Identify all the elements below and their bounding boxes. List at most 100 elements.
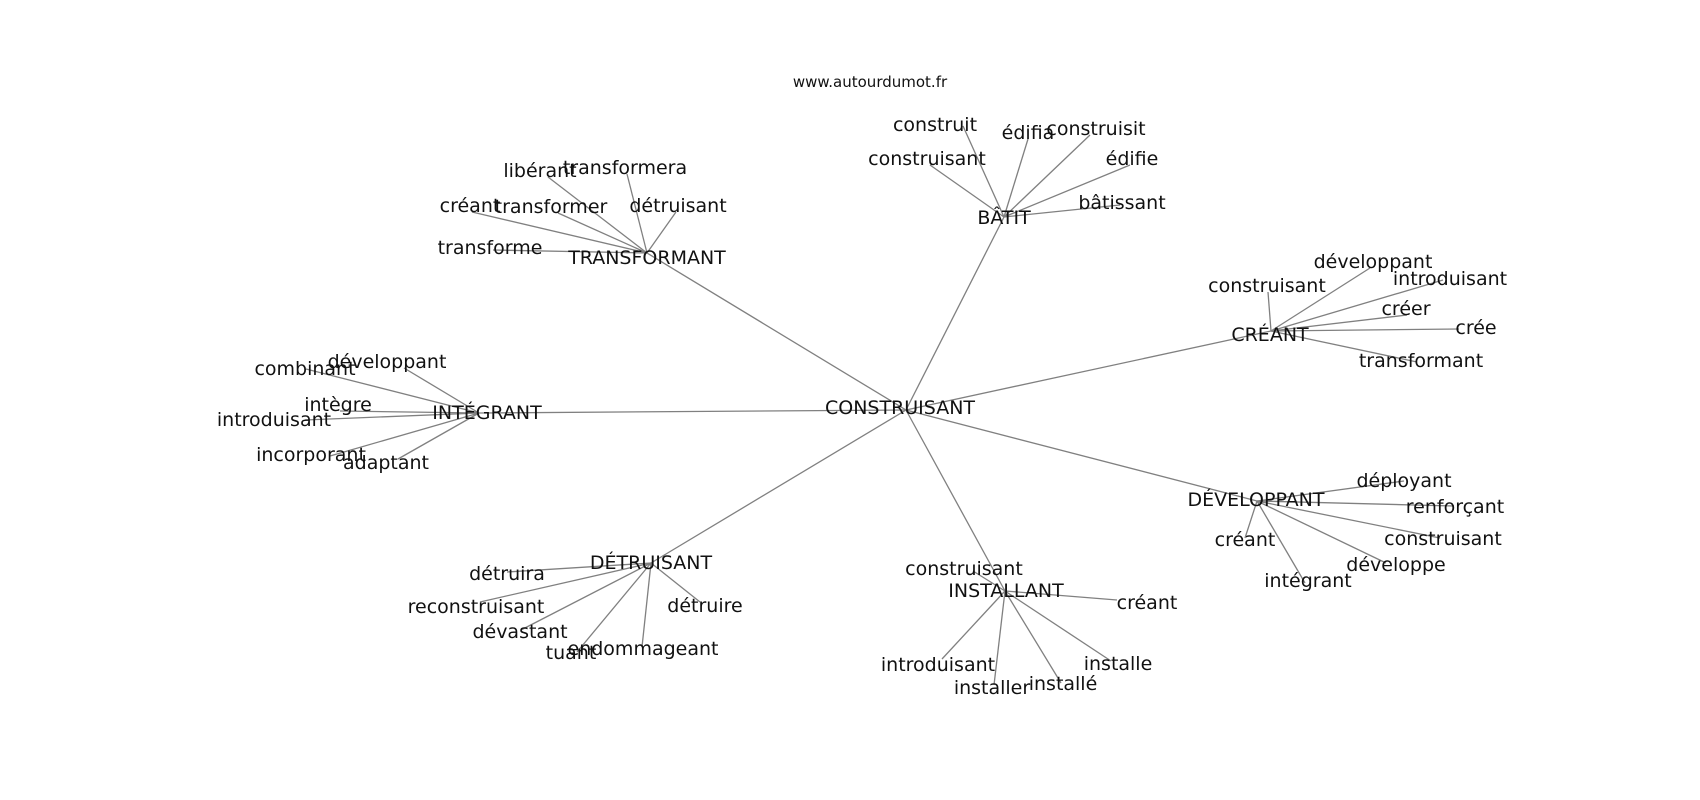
edge-cluster-to-leaf [941, 590, 1006, 660]
cluster-node-label: DÉTRUISANT [590, 551, 713, 574]
leaf-node-label: créant [1117, 592, 1178, 614]
edge-cluster-to-leaf [576, 562, 652, 653]
edge-center-to-cluster [905, 330, 1272, 411]
leaf-node-label: édifie [1106, 148, 1159, 170]
leaf-node-label: développe [1346, 554, 1445, 576]
edge-cluster-to-leaf [557, 212, 648, 254]
source-watermark: www.autourdumot.fr [793, 73, 948, 91]
leaf-node-label: libérant [503, 160, 576, 182]
leaf-node-label: construisant [1208, 275, 1326, 297]
center-node-label: CONSTRUISANT [825, 397, 975, 419]
edge-cluster-to-leaf [403, 367, 480, 414]
edge-cluster-to-leaf [1270, 328, 1460, 332]
edge-cluster-to-leaf [993, 590, 1006, 686]
leaf-node-label: installe [1084, 653, 1153, 675]
edge-cluster-to-leaf [1270, 279, 1444, 332]
cluster-node-label: TRANSFORMANT [567, 247, 726, 269]
leaf-node-label: développant [328, 351, 447, 373]
edge-cluster-to-leaf [397, 412, 480, 460]
leaf-node-label: crée [1455, 317, 1496, 339]
leaf-node-label: détruira [469, 563, 545, 585]
edge-center-to-cluster [650, 409, 907, 564]
leaf-node-label: reconstruisant [408, 596, 545, 618]
edge-center-to-cluster [905, 409, 1006, 592]
edge-center-to-cluster [646, 252, 907, 411]
edge-cluster-to-leaf [1256, 500, 1387, 564]
edge-cluster-to-leaf [1244, 500, 1258, 539]
edge-cluster-to-leaf [1270, 330, 1418, 363]
edge-cluster-to-leaf [492, 249, 648, 254]
cluster-node-label: INSTALLANT [948, 580, 1064, 602]
leaf-node-label: édifia [1002, 122, 1055, 144]
edge-cluster-to-leaf [547, 176, 648, 254]
graph-labels: CONSTRUISANTlibéranttransformeracréanttr… [217, 114, 1507, 699]
cluster-node-label: CRÉANT [1231, 323, 1309, 346]
edge-center-to-cluster [905, 409, 1258, 502]
edge-cluster-to-leaf [962, 125, 1005, 218]
leaf-node-label: adaptant [343, 452, 429, 474]
cluster-node-label: BÂTIT [977, 206, 1031, 229]
edge-cluster-to-leaf [1004, 590, 1112, 662]
leaf-node-label: introduisant [217, 409, 331, 431]
leaf-node-label: construit [893, 114, 977, 136]
leaf-node-label: tuant [546, 642, 597, 664]
edge-cluster-to-leaf [339, 410, 480, 414]
leaf-node-label: créant [1215, 529, 1276, 551]
edge-cluster-to-leaf [329, 412, 480, 457]
edge-cluster-to-leaf [506, 562, 652, 573]
edge-cluster-to-leaf [1003, 164, 1131, 218]
leaf-node-label: créer [1381, 298, 1430, 320]
cluster-node-label: INTÉGRANT [432, 401, 542, 424]
edge-cluster-to-leaf [1270, 267, 1371, 332]
leaf-node-label: détruisant [629, 195, 726, 217]
edge-cluster-to-leaf [626, 173, 648, 254]
leaf-node-label: installé [1029, 673, 1098, 695]
edge-cluster-to-leaf [929, 164, 1005, 218]
edge-cluster-to-leaf [1256, 500, 1306, 584]
edge-cluster-to-leaf [1267, 291, 1272, 332]
edge-cluster-to-leaf [972, 570, 1006, 592]
edge-cluster-to-leaf [1256, 500, 1441, 539]
leaf-node-label: transformera [563, 157, 687, 179]
leaf-node-label: transformer [495, 196, 608, 218]
edge-cluster-to-leaf [520, 562, 652, 631]
edge-cluster-to-leaf [471, 211, 648, 254]
leaf-node-label: introduisant [881, 654, 995, 676]
leaf-node-label: transformant [1359, 350, 1483, 372]
edge-cluster-to-leaf [1004, 590, 1062, 684]
edge-cluster-to-leaf [1003, 134, 1091, 218]
edge-cluster-to-leaf [1004, 590, 1118, 601]
edge-cluster-to-leaf [1270, 314, 1408, 332]
leaf-node-label: détruire [667, 595, 742, 617]
edge-cluster-to-leaf [641, 562, 652, 648]
edge-cluster-to-leaf [305, 368, 480, 414]
leaf-node-label: développant [1314, 251, 1433, 273]
leaf-node-label: construisit [1046, 118, 1145, 140]
edge-cluster-to-leaf [1256, 500, 1455, 507]
edge-center-to-cluster [478, 409, 907, 414]
leaf-node-label: combinant [254, 358, 355, 380]
edge-cluster-to-leaf [1003, 204, 1121, 218]
edge-cluster-to-leaf [1003, 138, 1029, 218]
edge-cluster-to-leaf [479, 562, 652, 603]
edge-cluster-to-leaf [646, 211, 677, 254]
leaf-node-label: bâtissant [1078, 192, 1165, 214]
edge-cluster-to-leaf [304, 412, 480, 421]
leaf-node-label: endommageant [568, 638, 719, 660]
cluster-node-label: DÉVELOPPANT [1187, 488, 1324, 511]
leaf-node-label: installer [954, 677, 1031, 699]
edge-center-to-cluster [905, 216, 1005, 411]
leaf-node-label: construisant [1384, 528, 1502, 550]
leaf-node-label: intégrant [1264, 570, 1351, 592]
leaf-node-label: construisant [905, 558, 1023, 580]
edge-cluster-to-leaf [650, 562, 701, 603]
graph-edges [304, 125, 1460, 686]
leaf-node-label: introduisant [1393, 268, 1507, 290]
leaf-node-label: incorporant [256, 444, 366, 466]
leaf-node-label: transforme [438, 237, 543, 259]
leaf-node-label: créant [440, 195, 501, 217]
edge-cluster-to-leaf [1256, 480, 1405, 502]
leaf-node-label: déployant [1356, 470, 1451, 492]
leaf-node-label: intègre [304, 394, 372, 416]
